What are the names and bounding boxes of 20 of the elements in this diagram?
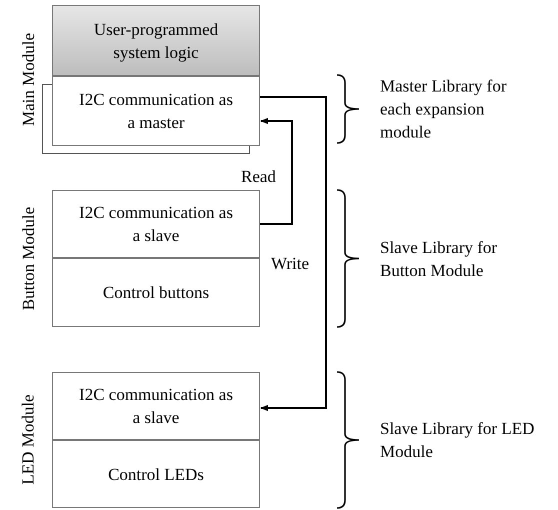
box-text: I2C communication as a master [78,89,234,134]
library-label: Master Library for each expansion module [380,76,508,144]
connector-arrow [260,118,293,225]
module-box [52,258,260,327]
module-name: LED Module [18,393,38,487]
box-text: I2C communication as a slave [78,202,234,247]
module-box [52,440,260,508]
module-box [52,190,260,258]
box-text: I2C communication as a slave [78,384,234,429]
library-label: Slave Library for Button Module [380,236,498,282]
box-text: User-programmed system logic [92,18,220,64]
box-text: Control LEDs [107,464,205,486]
module-box [52,372,260,440]
library-label: Slave Library for LED Module [380,418,535,463]
module-box [52,76,260,146]
module-box [52,5,260,76]
module-name: Main Module [18,31,38,128]
connector-arrow [260,96,327,412]
box-text: Control buttons [102,282,210,304]
module-name: Button Module [18,205,38,312]
